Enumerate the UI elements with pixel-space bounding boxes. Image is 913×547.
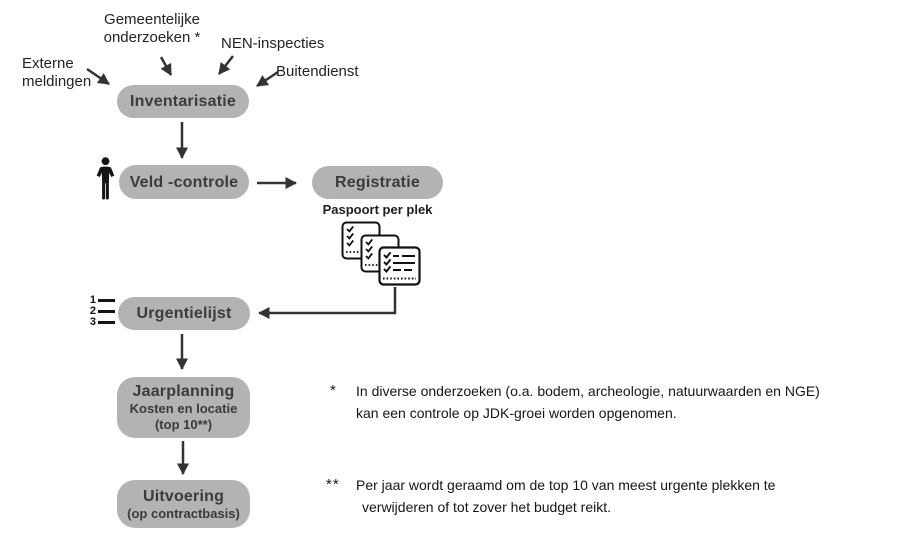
footnote-text: In diverse onderzoeken (o.a. bodem, arch… — [356, 380, 820, 424]
person-icon — [96, 157, 115, 200]
label-buitendienst: Buitendienst — [276, 63, 359, 80]
footnote-single-star: * In diverse onderzoeken (o.a. bodem, ar… — [330, 380, 820, 424]
numbered-list-icon: 1 2 3 — [89, 294, 115, 328]
node-subtitle: (top 10**) — [154, 417, 213, 432]
list-line — [98, 310, 115, 313]
numbered-list-row: 3 — [89, 316, 115, 328]
label-line: Gemeentelijke — [104, 11, 200, 28]
footnote-text: Per jaar wordt geraamd om de top 10 van … — [356, 474, 775, 518]
node-label: Inventarisatie — [130, 93, 236, 110]
footnote-marker: ** — [326, 476, 340, 493]
node-uitvoering: Uitvoering (op contractbasis) — [117, 480, 250, 528]
footnote-double-star: ** Per jaar wordt geraamd om de top 10 v… — [326, 474, 775, 518]
list-number: 3 — [89, 316, 96, 328]
checklist-documents-icon — [341, 221, 421, 286]
list-line — [98, 299, 115, 302]
node-urgentielijst: Urgentielijst — [118, 297, 250, 330]
label-line: onderzoeken * — [103, 29, 201, 46]
footnote-line: verwijderen of tot zover het budget reik… — [362, 499, 612, 515]
registratie-caption: Paspoort per plek — [322, 202, 433, 217]
document-page-front — [378, 246, 421, 286]
label-line: Externe — [22, 55, 74, 72]
node-inventarisatie: Inventarisatie — [117, 85, 249, 118]
arrow-buitendienst-to-inventarisatie — [256, 70, 279, 88]
label-nen-inspecties: NEN-inspecties — [221, 35, 325, 52]
footnote-marker: * — [330, 382, 336, 399]
connector-documents-to-urgentielijst — [258, 287, 397, 319]
node-registratie: Registratie — [312, 166, 443, 199]
arrow-nen-to-inventarisatie — [218, 55, 234, 75]
list-number: 1 — [89, 294, 96, 306]
node-label: Jaarplanning — [132, 383, 235, 400]
numbered-list-row: 2 — [89, 305, 115, 317]
footnote-line: In diverse onderzoeken (o.a. bodem, arch… — [356, 383, 820, 399]
node-label: Veld -controle — [129, 173, 239, 191]
label-externe-meldingen: Externe meldingen — [22, 55, 91, 91]
node-veld-controle: Veld -controle — [119, 165, 249, 199]
node-label: Uitvoering — [142, 487, 225, 505]
numbered-list-row: 1 — [89, 294, 115, 306]
node-label: Registratie — [335, 174, 420, 191]
label-line: meldingen — [22, 73, 92, 90]
node-jaarplanning: Jaarplanning Kosten en locatie (top 10**… — [117, 377, 250, 438]
node-subtitle: (op contractbasis) — [127, 505, 240, 521]
node-subtitle: Kosten en locatie — [129, 401, 238, 416]
footnote-line: Per jaar wordt geraamd om de top 10 van … — [356, 477, 776, 493]
list-line — [98, 321, 115, 324]
footnote-line: kan een controle op JDK-groei worden opg… — [356, 405, 677, 421]
label-gemeentelijke-onderzoeken: Gemeentelijke onderzoeken * — [96, 11, 208, 47]
list-number: 2 — [89, 305, 96, 317]
node-label: Urgentielijst — [136, 305, 232, 322]
arrow-gemeentelijke-to-inventarisatie — [159, 56, 173, 76]
